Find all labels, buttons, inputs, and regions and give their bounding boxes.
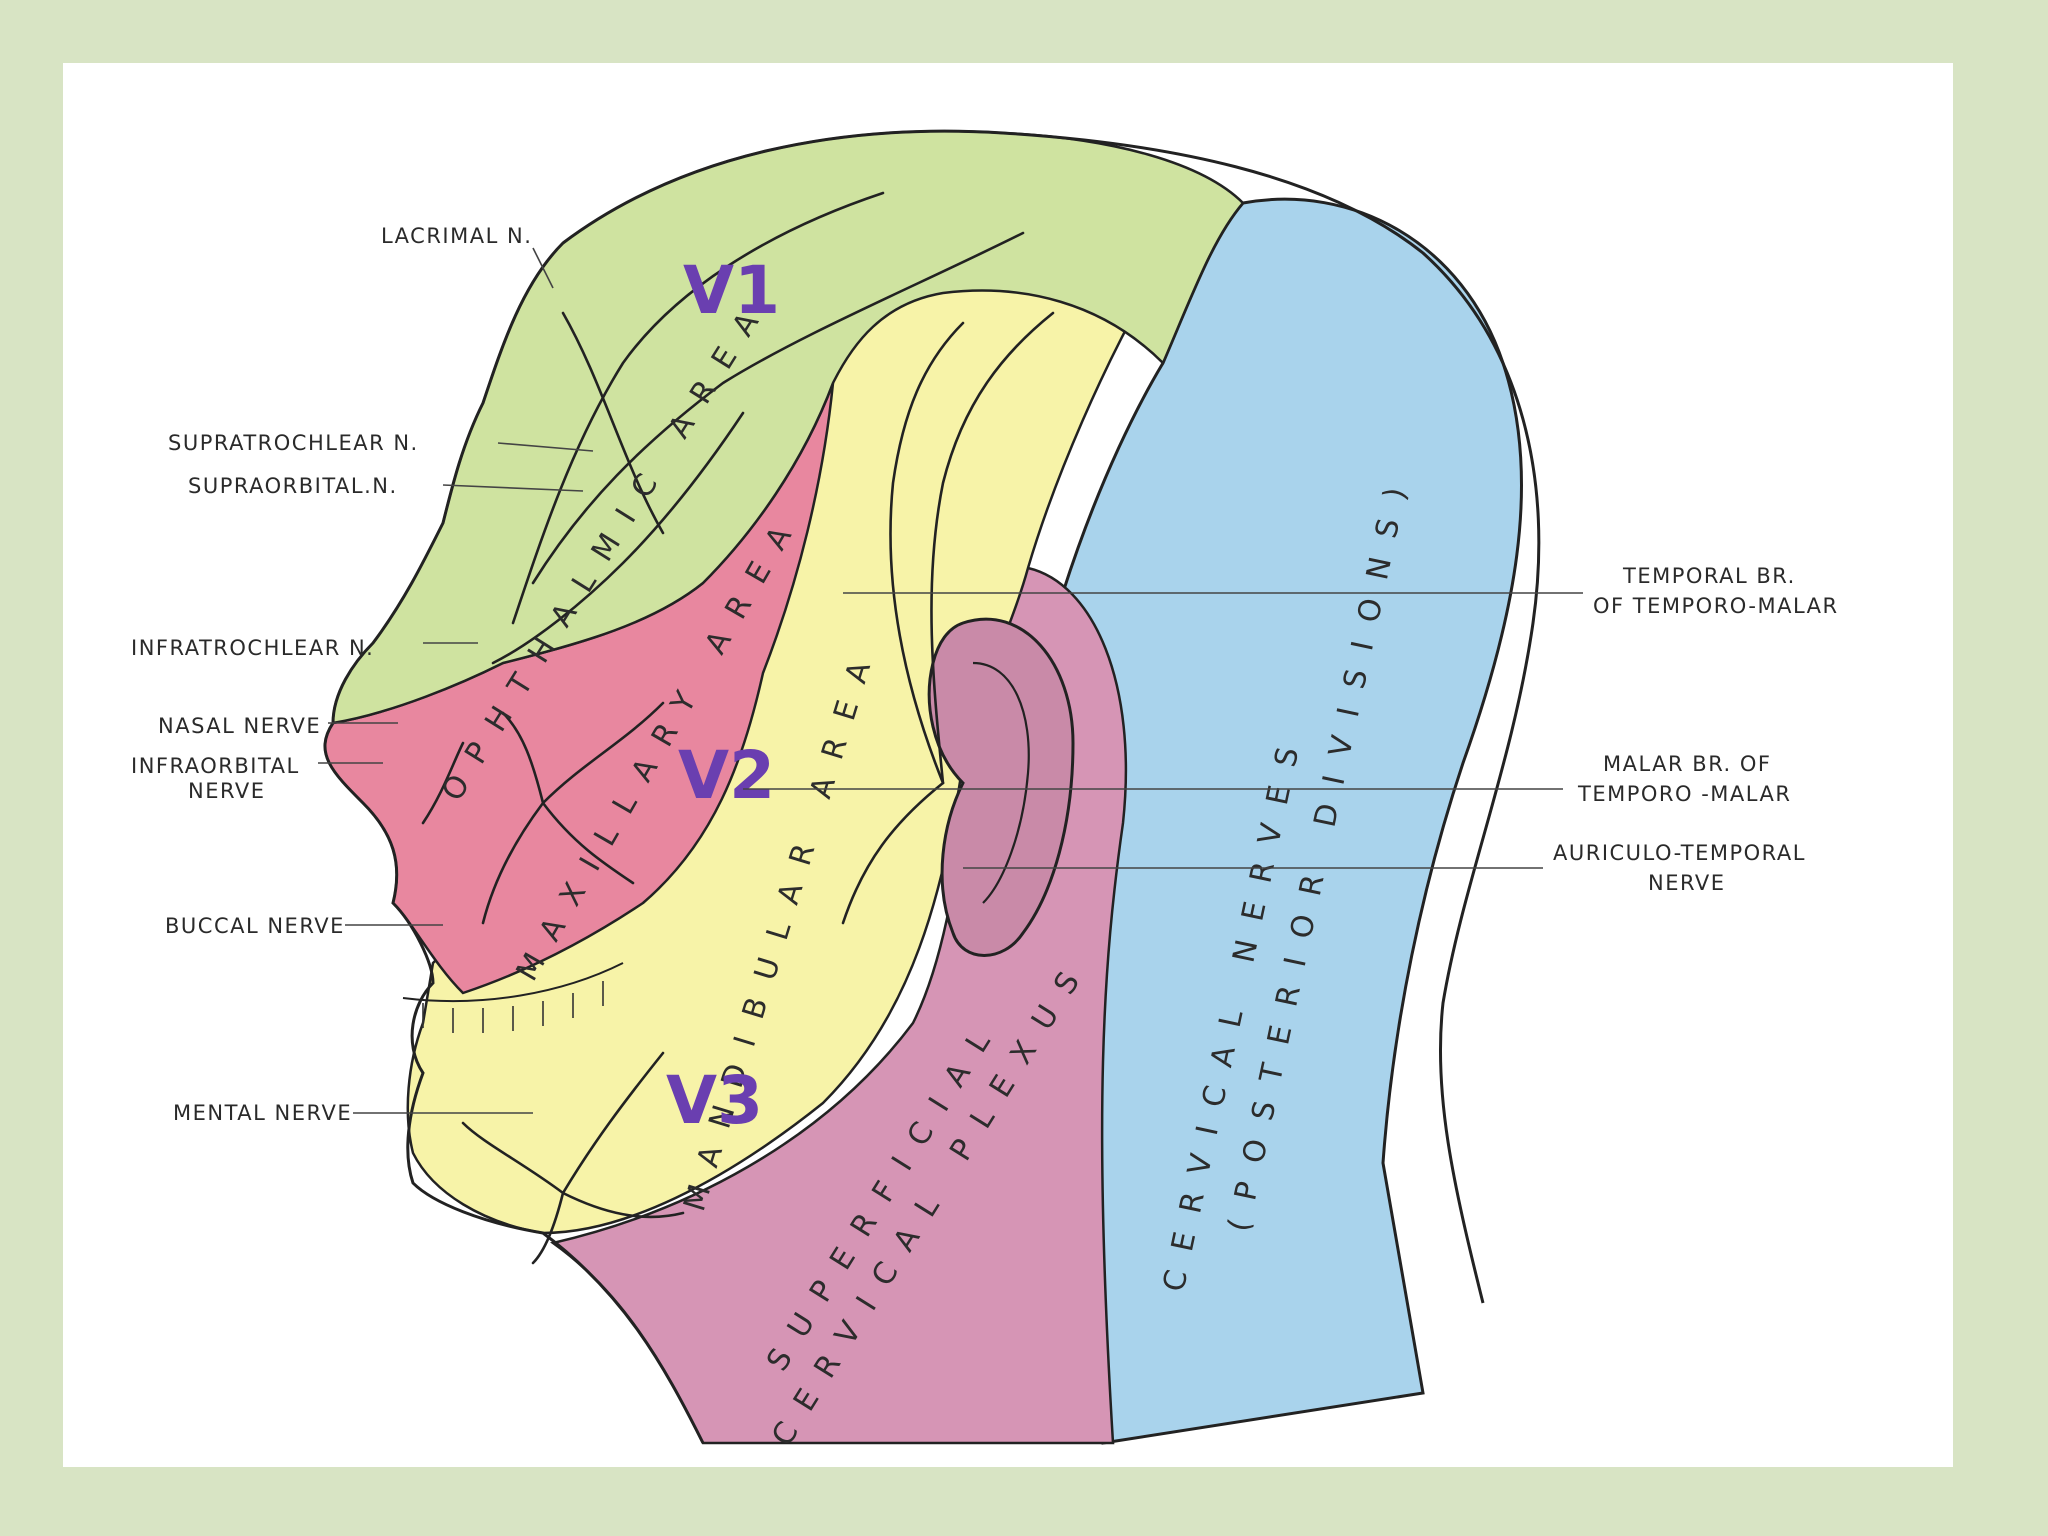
- mental-nerve-label: MENTAL NERVE: [173, 1101, 352, 1125]
- infraorbital-label-2: NERVE: [188, 779, 266, 803]
- v1-label: V1: [683, 252, 780, 329]
- nasal-nerve-label: NASAL NERVE: [158, 714, 321, 738]
- auriculo-temporal-label-1: AURICULO-TEMPORAL: [1553, 841, 1806, 865]
- face-profile: [323, 241, 705, 1444]
- infraorbital-label-1: INFRAORBITAL: [131, 754, 300, 778]
- temporal-branch-label-2: OF TEMPORO-MALAR: [1593, 594, 1839, 618]
- supraorbital-label: SUPRAORBITAL.N.: [188, 474, 398, 498]
- infratrochlear-label: INFRATROCHLEAR N.: [131, 636, 374, 660]
- malar-branch-label-1: MALAR BR. OF: [1603, 752, 1772, 776]
- left-leader-lines: [318, 247, 594, 1114]
- right-leader-lines: [743, 592, 1583, 869]
- nerve-branches: [421, 191, 1055, 1265]
- ear-inner: [972, 661, 1030, 904]
- trigeminal-dermatome-diagram: OPHTHALMIC AREA MAXILLARY AREA MANDIBULA…: [131, 129, 1839, 1452]
- v2-label: V2: [678, 737, 775, 814]
- v3-label: V3: [666, 1062, 763, 1139]
- ear: [927, 617, 1075, 957]
- buccal-nerve-label: BUCCAL NERVE: [165, 914, 345, 938]
- supratrochlear-label: SUPRATROCHLEAR N.: [168, 431, 419, 455]
- malar-branch-label-2: TEMPORO -MALAR: [1577, 782, 1791, 806]
- auriculo-temporal-label-2: NERVE: [1648, 871, 1726, 895]
- teeth: [422, 981, 604, 1033]
- head-outline: [562, 129, 1541, 1304]
- mouth-line: [402, 962, 624, 1003]
- lacrimal-label: LACRIMAL N.: [381, 224, 532, 248]
- temporal-branch-label-1: TEMPORAL BR.: [1622, 564, 1796, 588]
- diagram-panel: OPHTHALMIC AREA MAXILLARY AREA MANDIBULA…: [63, 63, 1953, 1467]
